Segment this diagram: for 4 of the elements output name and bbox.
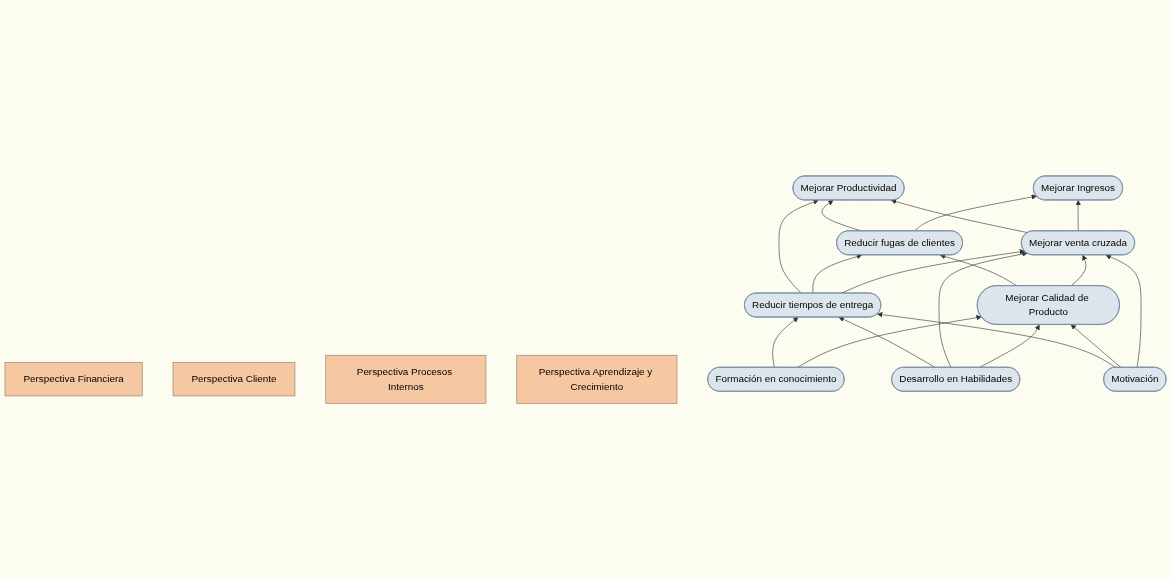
node-box: Perspectiva Procesos Internos	[325, 354, 487, 404]
node-box: Perspectiva Aprendizaje y Crecimiento	[516, 354, 678, 404]
node-box: Perspectiva Financiera	[4, 362, 143, 397]
node-box: Perspectiva Cliente	[172, 362, 296, 397]
